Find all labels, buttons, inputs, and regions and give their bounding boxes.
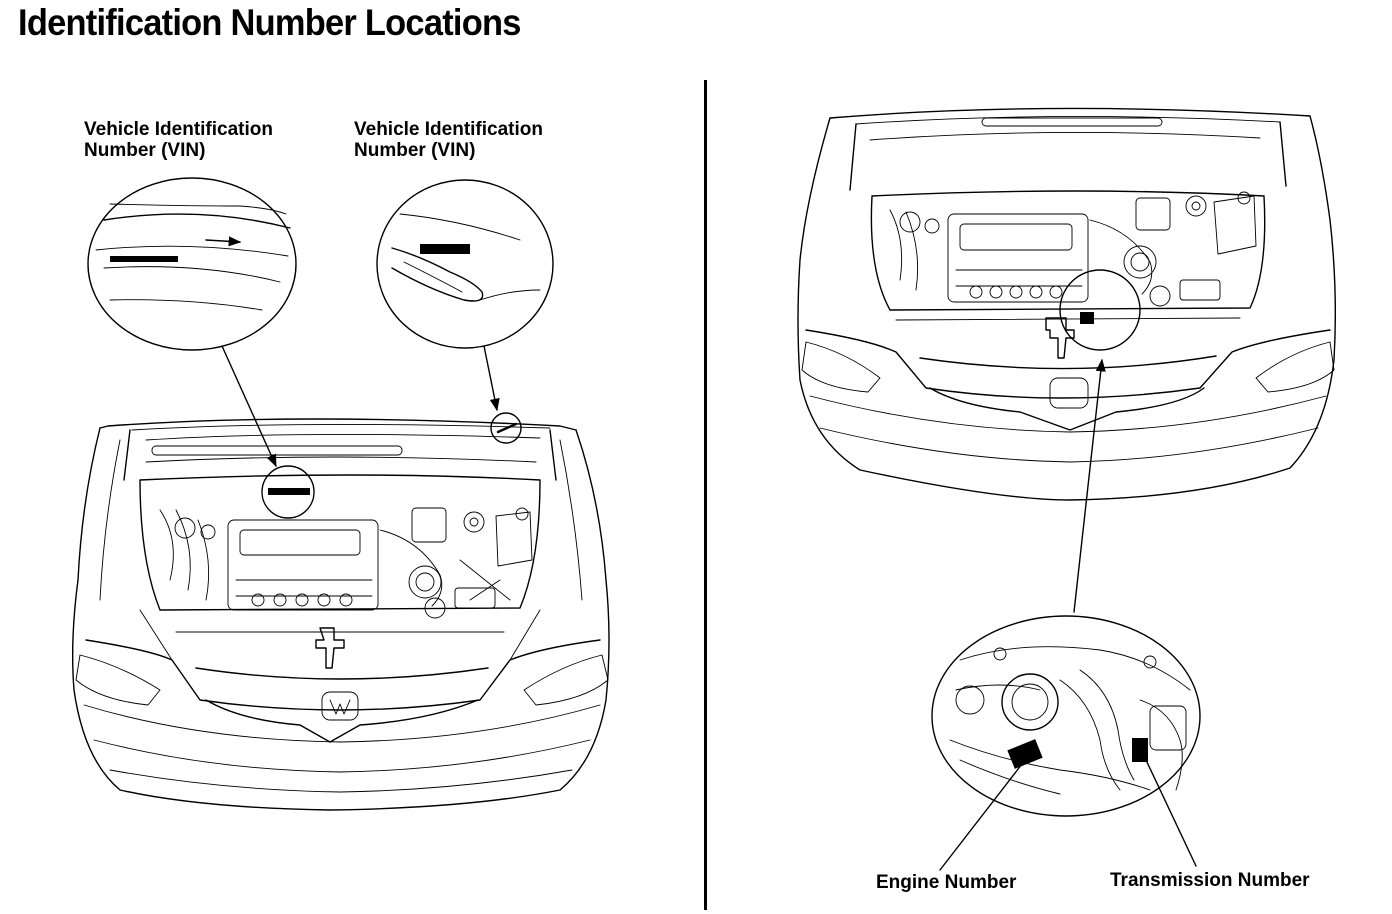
vin-right-callout-arrow xyxy=(483,345,500,412)
vin-detail-circle-left xyxy=(87,177,297,351)
engine-callout-arrow xyxy=(1073,358,1106,613)
vin-detail-circle-right xyxy=(376,179,554,349)
page-title: Identification Number Locations xyxy=(18,2,521,43)
vin-label-right-line2: Number (VIN) xyxy=(354,140,476,161)
vin-left-callout-arrow xyxy=(221,345,277,468)
right-car-illustration xyxy=(797,107,1337,501)
transmission-number-leader xyxy=(1145,759,1197,867)
vin-label-left-line2: Number (VIN) xyxy=(84,140,206,161)
vin-label-left-line1: Vehicle Identification xyxy=(84,119,273,140)
left-car-illustration xyxy=(71,412,610,811)
engine-number-label: Engine Number xyxy=(876,872,1017,893)
vin-label-right-line1: Vehicle Identification xyxy=(354,119,543,140)
vin-label-right: Vehicle Identification Number (VIN) xyxy=(354,119,543,161)
page-divider xyxy=(704,80,707,910)
transmission-number-label: Transmission Number xyxy=(1110,870,1310,891)
engine-transmission-detail-circle xyxy=(931,615,1201,817)
vin-label-left: Vehicle Identification Number (VIN) xyxy=(84,119,273,161)
engine-number-leader xyxy=(939,763,1023,871)
